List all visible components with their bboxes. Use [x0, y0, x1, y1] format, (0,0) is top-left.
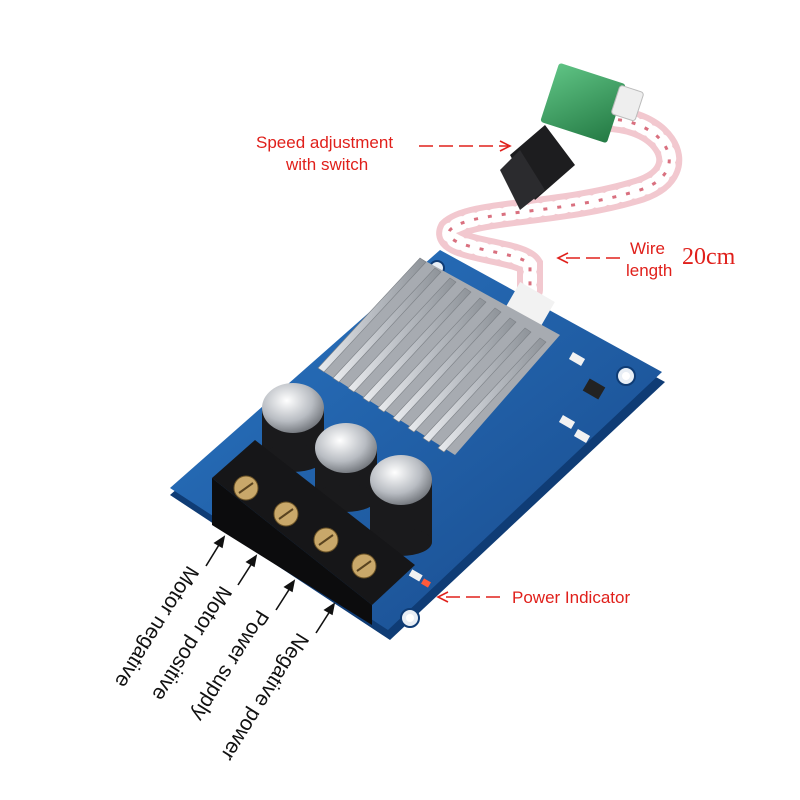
screw-slot [318, 534, 334, 546]
ribbon-cable [436, 105, 683, 303]
wire-length-label: Wire length [626, 238, 672, 282]
heatsink-fins [317, 257, 547, 453]
heatsink-fin [437, 337, 547, 453]
heatsink-fin [362, 287, 472, 403]
heatsink-fin [422, 327, 532, 443]
speed-line1: Speed adjustment [256, 133, 394, 152]
heatsink-fin [392, 307, 502, 423]
screw-slot [238, 482, 254, 494]
wire-line2: length [626, 261, 673, 280]
speed-adjustment-label: Speed adjustment with switch [256, 132, 393, 176]
capacitor-3 [370, 455, 432, 556]
heatsink-fin [332, 267, 442, 383]
screw-slot [356, 560, 372, 572]
heatsink-fin [347, 277, 457, 393]
power-indicator-label: Power Indicator [512, 588, 631, 607]
wire-length-value: 20cm [682, 244, 736, 270]
potentiometer-knob [500, 63, 644, 210]
heatsink-fin [377, 297, 487, 413]
callout-arrows [419, 140, 620, 603]
heatsink-fin [317, 257, 427, 373]
terminal-arrows [205, 535, 336, 634]
screw-slot [278, 508, 294, 520]
heatsink-fin [407, 317, 517, 433]
wire-line1: Wire [630, 239, 665, 258]
speed-line2: with switch [286, 155, 369, 174]
terminal-screws [233, 475, 377, 579]
